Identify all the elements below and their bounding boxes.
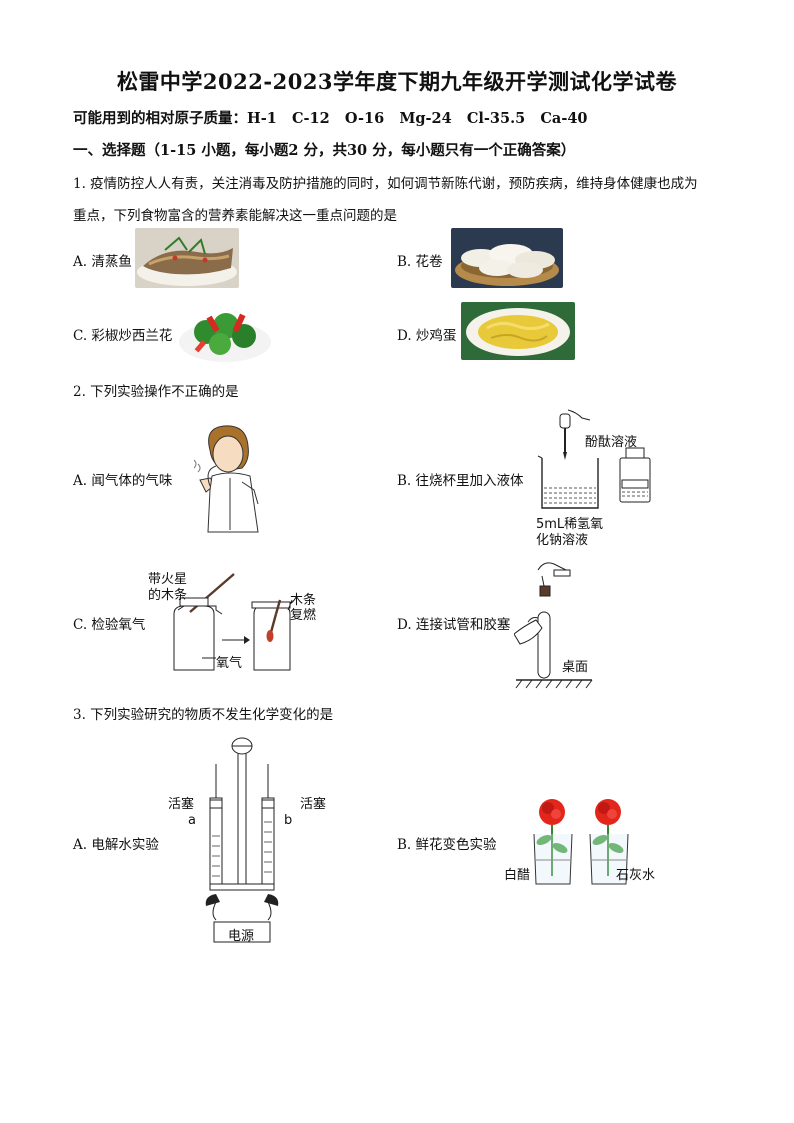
q1-option-d: D. 炒鸡蛋 xyxy=(397,328,457,344)
label-b: b xyxy=(284,813,293,828)
beaker-dropper-illustration xyxy=(537,409,651,509)
q3-option-a: A. 电解水实验 xyxy=(73,837,159,853)
q1-stem-line1: 1. 疫情防控人人有责，关注消毒及防护措施的同时，如何调节新陈代谢，预防疾病，维… xyxy=(73,176,698,192)
label-splint-1: 木条 xyxy=(290,593,317,608)
label-stopcock-right: 活塞 xyxy=(300,797,327,812)
q3-option-b: B. 鲜花变色实验 xyxy=(397,837,497,853)
label-desk: 桌面 xyxy=(562,660,589,675)
tube-stopper-illustration xyxy=(514,562,593,689)
q1-stem-line2: 重点，下列食物富含的营养素能解决这一重点问题的是 xyxy=(73,208,397,224)
label-naoh-1: 5mL稀氢氧 xyxy=(536,517,604,532)
label-limewater: 石灰水 xyxy=(616,868,656,883)
q3-stem: 3. 下列实验研究的物质不发生化学变化的是 xyxy=(73,707,334,723)
smelling-gas-illustration xyxy=(193,425,259,533)
exam-title: 松雷中学2022-2023学年度下期九年级开学测试化学试卷 xyxy=(116,69,678,94)
label-a: a xyxy=(188,813,196,828)
label-glowing-splint-2: 的木条 xyxy=(148,588,188,603)
atomic-mass-line: 可能用到的相对原子质量：H-1 C-12 O-16 Mg-24 Cl-35.5 … xyxy=(73,110,588,127)
label-oxygen: 氧气 xyxy=(216,656,243,671)
label-phenolphthalein: 酚酞溶液 xyxy=(585,435,638,450)
steamed-fish-image xyxy=(135,228,239,288)
label-stopcock-left: 活塞 xyxy=(168,797,195,812)
q2-option-b: B. 往烧杯里加入液体 xyxy=(397,473,524,489)
label-vinegar: 白醋 xyxy=(504,868,531,883)
label-power: 电源 xyxy=(228,929,255,944)
broccoli-image xyxy=(176,302,274,366)
q2-option-d: D. 连接试管和胶塞 xyxy=(397,617,511,633)
water-electrolysis-illustration xyxy=(205,737,279,943)
flower-roll-image xyxy=(451,228,563,288)
label-naoh-2: 化钠溶液 xyxy=(536,533,589,548)
label-splint-2: 复燃 xyxy=(290,608,317,623)
q2-option-c: C. 检验氧气 xyxy=(73,617,146,633)
q1-option-a: A. 清蒸鱼 xyxy=(73,254,132,270)
q2-option-a: A. 闻气体的气味 xyxy=(73,473,173,489)
oxygen-test-illustration xyxy=(173,573,293,671)
fried-egg-image xyxy=(461,302,575,360)
q2-stem: 2. 下列实验操作不正确的是 xyxy=(73,384,239,400)
q1-option-b: B. 花卷 xyxy=(397,254,443,270)
q1-option-c: C. 彩椒炒西兰花 xyxy=(73,328,173,344)
flower-color-illustration xyxy=(533,799,629,885)
section-heading: 一、选择题（1-15 小题，每小题2 分，共30 分，每小题只有一个正确答案） xyxy=(73,142,576,159)
label-glowing-splint-1: 带火星 xyxy=(148,572,188,587)
